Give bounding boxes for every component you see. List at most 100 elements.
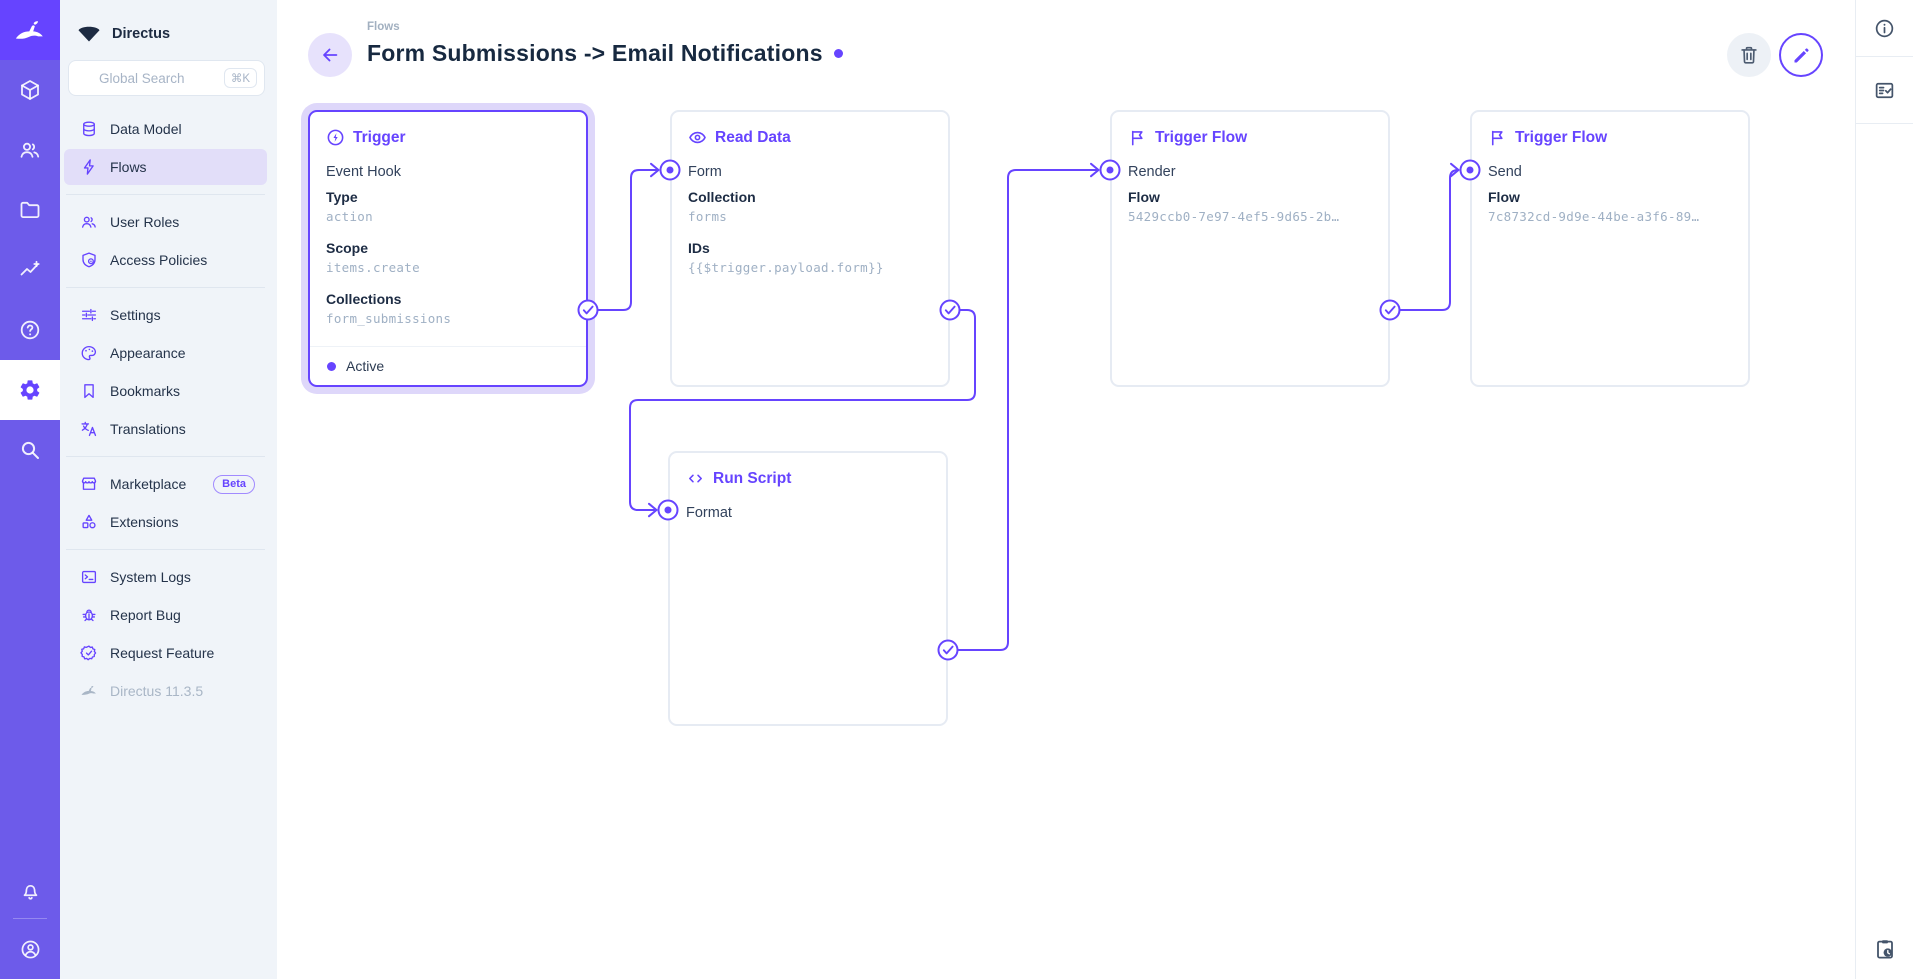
module-help-icon[interactable] (0, 300, 60, 360)
field-value: action (326, 209, 373, 224)
bolt-icon (83, 159, 94, 175)
shield-lock-icon (82, 252, 96, 268)
sidebar-item-user-roles[interactable]: User Roles (64, 204, 267, 240)
global-search-input[interactable] (99, 70, 224, 86)
panel-name: Event Hook (326, 164, 401, 180)
notifications-button[interactable] (0, 862, 60, 918)
status-label: Active (346, 358, 385, 374)
panel-name: Send (1488, 164, 1522, 180)
field-label: Collections (326, 291, 402, 307)
field-label: Flow (1128, 189, 1160, 205)
module-users-icon[interactable] (0, 120, 60, 180)
flag-icon (1491, 130, 1503, 146)
module-insights-icon[interactable] (0, 240, 60, 300)
sidebar-item-label: Data Model (110, 121, 182, 137)
module-settings-icon[interactable] (0, 360, 60, 420)
wire-arrowhead (650, 162, 660, 178)
search-icon (21, 441, 39, 459)
sidebar-item-request-feature[interactable]: Request Feature (64, 635, 267, 671)
sidebar-item-appearance[interactable]: Appearance (64, 335, 267, 371)
panel-fields: Type action Scope items.create Collectio… (326, 187, 576, 329)
panel-title: Trigger (353, 128, 406, 146)
flag-icon (1131, 130, 1143, 146)
eye-icon (689, 131, 706, 144)
panel-title: Run Script (713, 469, 792, 487)
panel-header: Trigger Flow (1128, 128, 1247, 147)
panel-header: Run Script (686, 469, 791, 488)
delete-flow-button[interactable] (1727, 33, 1771, 77)
panel-name: Form (688, 164, 722, 180)
sidebar-item-marketplace[interactable]: Marketplace Beta (64, 466, 267, 502)
panel-name: Format (686, 505, 732, 521)
directus-logo[interactable] (0, 0, 60, 60)
sidebar-divider (66, 456, 265, 457)
breadcrumb[interactable]: Flows (367, 21, 400, 33)
trigger-status-row: Active (310, 346, 586, 385)
sidebar-version: Directus 11.3.5 (64, 673, 267, 709)
field-value: 7c8732cd-9d9e-44be-a3f6-89… (1488, 209, 1700, 224)
info-button[interactable] (1856, 0, 1913, 56)
search-shortcut-badge: ⌘K (223, 68, 257, 88)
sidebar-item-label: Marketplace (110, 476, 187, 492)
field-label: Type (326, 189, 358, 205)
field: Collection forms (688, 187, 938, 227)
sidebar-divider (66, 287, 265, 288)
sidebar-item-data-model[interactable]: Data Model (64, 111, 267, 147)
box-icon (21, 80, 39, 100)
flow-logs-button[interactable] (1856, 919, 1913, 979)
sidebar-item-flows[interactable]: Flows (64, 149, 267, 185)
users-icon (20, 142, 40, 158)
field-value: items.create (326, 260, 420, 275)
fact-check-icon (1875, 82, 1894, 98)
insights-icon (20, 260, 40, 276)
sidebar-item-extensions[interactable]: Extensions (64, 504, 267, 540)
clipboard-clock-icon (1877, 940, 1893, 959)
rabbit-version-icon (81, 686, 96, 695)
module-search-icon[interactable] (0, 420, 60, 480)
edit-flow-button[interactable] (1779, 33, 1823, 77)
rabbit-logo-icon (15, 21, 43, 39)
field-value: 5429ccb0-7e97-4ef5-9d65-2b… (1128, 209, 1340, 224)
panel-run-script[interactable]: Run Script Format (668, 451, 948, 726)
terminal-icon (81, 570, 97, 584)
panel-name: Render (1128, 164, 1176, 180)
module-content-icon[interactable] (0, 60, 60, 120)
sidebar-item-report-bug[interactable]: Report Bug (64, 597, 267, 633)
badge-check-icon (80, 645, 97, 661)
panel-trigger-flow-send[interactable]: Trigger Flow Send Flow 7c8732cd-9d9e-44b… (1470, 110, 1750, 387)
panel-read-data[interactable]: Read Data Form Collection forms IDs {{$t… (670, 110, 950, 387)
panel-fields: Flow 7c8732cd-9d9e-44be-a3f6-89… (1488, 187, 1738, 227)
sidebar-item-system-logs[interactable]: System Logs (64, 559, 267, 595)
page-title: Form Submissions -> Email Notifications (367, 40, 823, 66)
project-header[interactable]: Directus (60, 0, 277, 50)
back-button[interactable] (308, 33, 352, 77)
panel-trigger[interactable]: Trigger Event Hook Type action Scope ite… (308, 110, 588, 387)
sidebar-item-label: User Roles (110, 214, 180, 230)
bug-icon (82, 609, 96, 622)
sidebar-item-access-policies[interactable]: Access Policies (64, 242, 267, 278)
info-icon (1875, 19, 1894, 37)
sidebar-item-label: Settings (110, 307, 161, 323)
tune-icon (81, 308, 97, 322)
right-sidebar (1855, 0, 1913, 979)
account-button[interactable] (0, 919, 60, 979)
sidebar-item-translations[interactable]: Translations (64, 411, 267, 447)
sidebar-item-bookmarks[interactable]: Bookmarks (64, 373, 267, 409)
shapes-icon (82, 514, 96, 529)
sidebar-item-settings[interactable]: Settings (64, 297, 267, 333)
pencil-icon (1794, 47, 1809, 62)
panel-trigger-flow-render[interactable]: Trigger Flow Render Flow 5429ccb0-7e97-4… (1110, 110, 1390, 387)
notices-button[interactable] (1856, 57, 1913, 123)
field-value: form_submissions (326, 311, 452, 326)
sidebar-item-label: Request Feature (110, 645, 215, 661)
wire-run-script-to-render (957, 169, 1099, 651)
nav-sidebar: Directus ⌘K Data Model Flows (60, 0, 277, 979)
wire-arrowhead (1090, 162, 1100, 178)
panel-title: Trigger Flow (1155, 128, 1248, 146)
help-icon (20, 320, 40, 340)
global-search[interactable]: ⌘K (68, 60, 265, 96)
field-value: {{$trigger.payload.form}} (688, 260, 884, 275)
module-files-icon[interactable] (0, 180, 60, 240)
field-label: Flow (1488, 189, 1520, 205)
